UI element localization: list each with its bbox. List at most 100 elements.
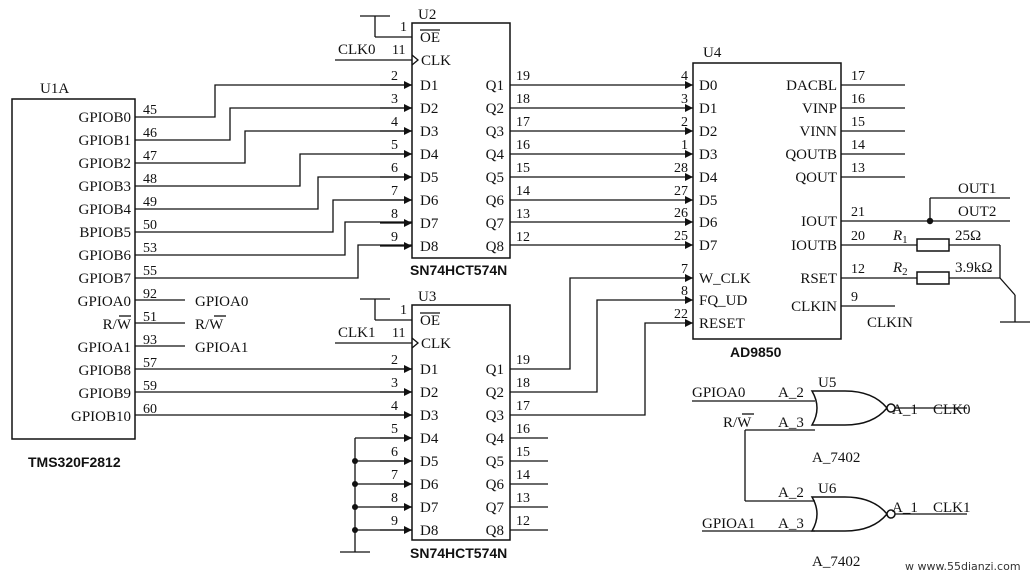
input-arrow <box>685 218 693 226</box>
input-arrow <box>404 81 412 89</box>
u6-ref: U6 <box>818 481 837 497</box>
u4-left-pin-number: 4 <box>681 69 688 84</box>
u4-body <box>692 62 842 340</box>
d-pin-number: 6 <box>391 445 398 460</box>
d-pin-name: D5 <box>420 454 438 470</box>
u1-pin-name: GPIOB8 <box>78 363 131 379</box>
u1-pin-name: GPIOB6 <box>78 248 131 264</box>
u2-oe-name: OE <box>420 30 440 46</box>
u4-left-pin-number: 3 <box>681 92 688 107</box>
bus-u2-u4 <box>510 84 693 246</box>
u1-pin-number: 55 <box>143 264 157 279</box>
u4-left-pin-name: RESET <box>699 316 745 332</box>
q-pin-number: 12 <box>516 514 530 529</box>
u4-right-pin-number: 9 <box>851 290 858 305</box>
u2-clk-num: 11 <box>392 43 405 58</box>
q-pin-name: Q4 <box>486 431 505 447</box>
u4-output-network <box>841 197 1030 323</box>
q-pin-number: 12 <box>516 230 530 245</box>
u3-oe-num: 1 <box>400 303 407 318</box>
d-pin-number: 5 <box>391 422 398 437</box>
u2-oe-ground <box>360 15 412 38</box>
q-pin-number: 13 <box>516 207 530 222</box>
input-arrow <box>404 219 412 227</box>
u1-pin-name: BPIOB5 <box>79 225 131 241</box>
u1-pin-name: R/W <box>103 317 132 333</box>
bus-u3-u4 <box>510 277 693 416</box>
d-pin-name: D6 <box>420 477 439 493</box>
d-pin-name: D4 <box>420 147 439 163</box>
input-arrow <box>404 388 412 396</box>
u1-pin-number: 57 <box>143 356 157 371</box>
q-pin-number: 13 <box>516 491 530 506</box>
q-pin-number: 17 <box>516 399 530 414</box>
d-pin-name: D7 <box>420 216 439 232</box>
input-arrow <box>404 104 412 112</box>
u4-right-pin-name: DACBL <box>786 78 837 94</box>
u4-right-pin-name: VINN <box>800 124 838 140</box>
u3-clk-triangle <box>411 337 420 349</box>
u4-left-pin-name: D0 <box>699 78 717 94</box>
u5-out-pin: A_1 <box>892 402 918 418</box>
u2-clk-net: CLK0 <box>338 42 376 58</box>
d-pin-name: D1 <box>420 78 438 94</box>
u6-in1-pin: A_2 <box>778 485 804 501</box>
q-pin-number: 16 <box>516 138 530 153</box>
u1-pin-name: GPIOB0 <box>78 110 131 126</box>
u1-body <box>11 98 136 440</box>
q-pin-name: Q8 <box>486 239 504 255</box>
d-pin-name: D6 <box>420 193 439 209</box>
q-pin-name: Q1 <box>486 362 504 378</box>
q-pin-name: Q5 <box>486 454 504 470</box>
u1-pin-name: GPIOB3 <box>78 179 131 195</box>
input-arrow <box>685 104 693 112</box>
u4-left-pin-name: D6 <box>699 215 718 231</box>
d-pin-name: D8 <box>420 523 438 539</box>
u3-unused-inputs-ground <box>340 437 412 553</box>
u5-ref: U5 <box>818 375 836 391</box>
u6-in2-net: GPIOA1 <box>702 516 755 532</box>
d-pin-number: 9 <box>391 514 398 529</box>
u4-left-pin-number: 1 <box>681 138 688 153</box>
u4-left-pin-number: 27 <box>674 184 688 199</box>
u6-out-pin: A_1 <box>892 500 918 516</box>
u4-right-pin-name: VINP <box>802 101 837 117</box>
u4-left-pin-number: 7 <box>681 262 688 277</box>
d-pin-number: 7 <box>391 468 398 483</box>
u1-pin-name: GPIOA1 <box>78 340 131 356</box>
d-pin-name: D7 <box>420 500 439 516</box>
u4-left-pin-name: D7 <box>699 238 718 254</box>
input-arrow <box>685 81 693 89</box>
q-pin-name: Q7 <box>486 500 505 516</box>
u4-left-pin-number: 2 <box>681 115 688 130</box>
d-pin-name: D4 <box>420 431 439 447</box>
u4-right-pin-name: RSET <box>800 271 837 287</box>
u4-right-pin-number: 20 <box>851 229 865 244</box>
u2-clk-name: CLK <box>421 53 451 69</box>
u4-part: AD9850 <box>730 344 782 360</box>
input-arrow <box>685 127 693 135</box>
u4-right-pin-number: 16 <box>851 92 865 107</box>
u4-left-pin-name: D5 <box>699 193 717 209</box>
u4-left-pin-name: D4 <box>699 170 718 186</box>
u1-pin-number: 46 <box>143 126 157 141</box>
q-pin-name: Q2 <box>486 385 504 401</box>
d-pin-number: 7 <box>391 184 398 199</box>
u1-pin-number: 53 <box>143 241 157 256</box>
u1-pin-name: GPIOB4 <box>78 202 131 218</box>
d-pin-number: 3 <box>391 376 398 391</box>
d-pin-number: 6 <box>391 161 398 176</box>
u3-oe-ground <box>360 298 412 321</box>
u4-ref: U4 <box>703 45 722 61</box>
u6-in2-pin: A_3 <box>778 516 804 532</box>
d-pin-number: 8 <box>391 207 398 222</box>
u4-pins: 4D03D12D21D328D427D526D625D77W_CLK8FQ_UD… <box>674 69 865 332</box>
clkin-net-label: CLKIN <box>867 315 913 331</box>
u5-in1-net: GPIOA0 <box>692 385 745 401</box>
u3-pins: 2D13D24D35D46D57D68D79D8Q119Q218Q317Q416… <box>380 353 530 539</box>
r2-name: R2 <box>892 260 908 278</box>
q-pin-name: Q5 <box>486 170 504 186</box>
d-pin-number: 8 <box>391 491 398 506</box>
u2-part: SN74HCT574N <box>410 262 507 278</box>
